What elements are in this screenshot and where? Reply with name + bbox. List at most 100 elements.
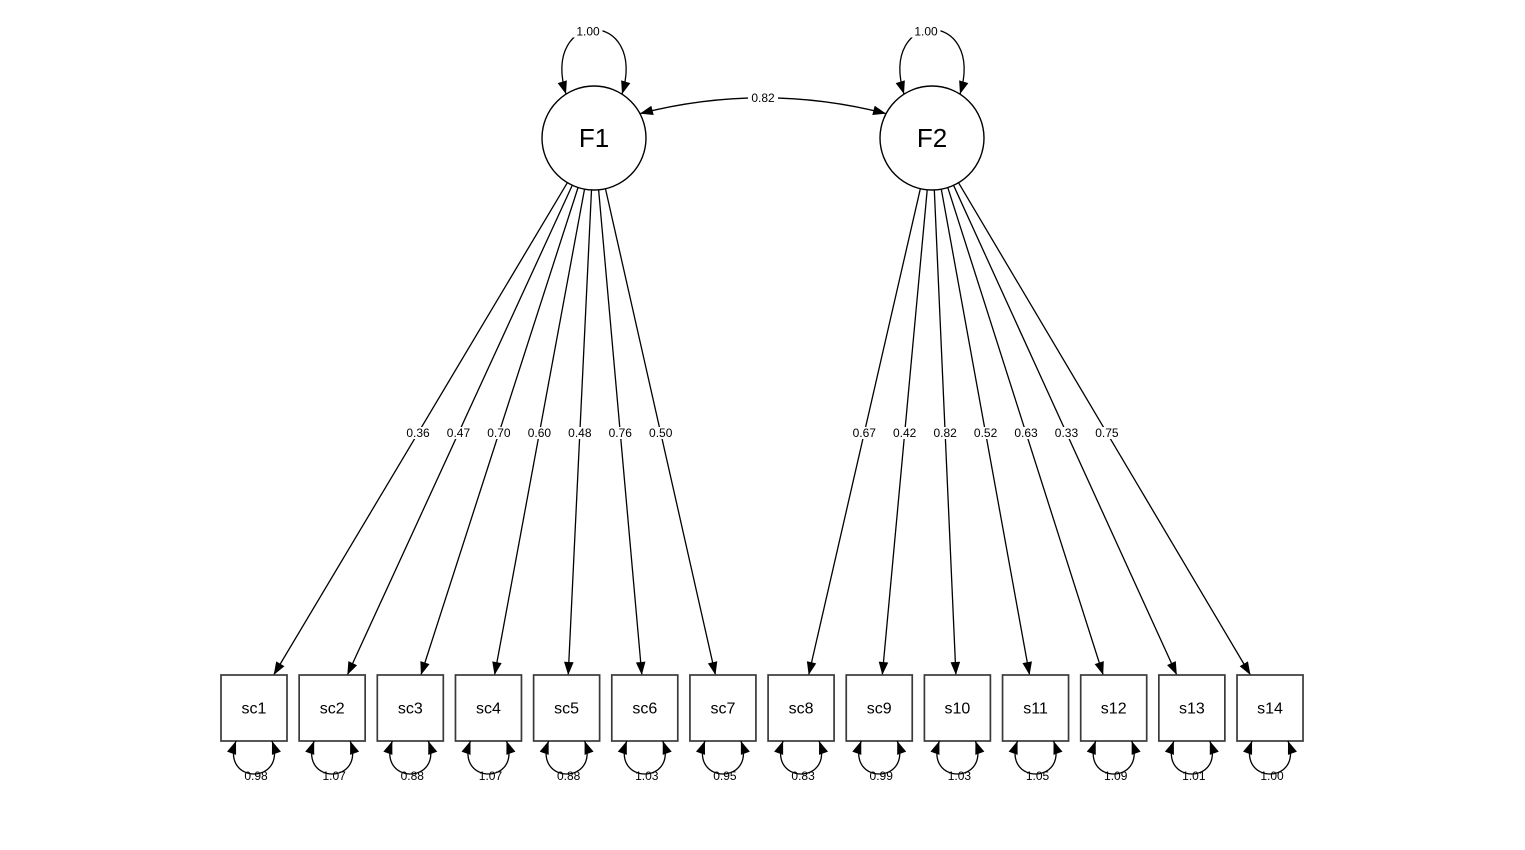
factor-node-F1 xyxy=(541,85,647,191)
indicator-label-s10: s10 xyxy=(944,701,970,718)
indicator-node-sc3 xyxy=(376,674,445,742)
loading-label-sc5: 0.48 xyxy=(568,426,592,440)
indicator-label-s11: s11 xyxy=(1023,701,1048,718)
variance-arrowhead-icon xyxy=(959,80,969,95)
indicator-node-s10 xyxy=(923,674,992,742)
loading-label-s10: 0.82 xyxy=(933,426,957,440)
variance-arrowhead-icon xyxy=(621,80,631,95)
residual-label-sc4: 1.07 xyxy=(479,769,503,783)
residual-arrowhead-icon xyxy=(227,741,237,755)
covariance-label: 0.82 xyxy=(751,91,775,105)
indicator-label-sc1: sc1 xyxy=(242,701,267,718)
residual-arrowhead-icon xyxy=(695,741,705,755)
residual-arrowhead-icon xyxy=(584,741,594,755)
loading-arrowhead-icon-s13 xyxy=(1167,661,1177,675)
indicator-node-sc5 xyxy=(532,674,601,742)
residual-arrowhead-icon xyxy=(506,741,516,755)
indicator-label-s13: s13 xyxy=(1179,701,1205,718)
loading-arrowhead-icon-sc2 xyxy=(347,661,358,675)
indicator-label-sc5: sc5 xyxy=(554,701,579,718)
residual-loop-sc3 xyxy=(389,740,432,775)
residual-label-s14: 1.00 xyxy=(1260,769,1284,783)
residual-loop-sc4 xyxy=(467,740,510,775)
residual-arrowhead-icon xyxy=(305,741,315,755)
label-backdrop xyxy=(1052,427,1080,439)
residual-arrowhead-icon xyxy=(975,741,985,755)
factor-variance-loop-F2 xyxy=(899,29,965,95)
residual-arrowhead-icon xyxy=(1243,741,1253,755)
loading-arrowhead-icon-s14 xyxy=(1239,661,1251,675)
residual-arrowhead-icon xyxy=(383,741,393,755)
loading-label-s13: 0.33 xyxy=(1055,426,1079,440)
residual-label-sc7: 0.95 xyxy=(713,769,737,783)
label-backdrop xyxy=(566,427,594,439)
residual-loop-sc2 xyxy=(311,740,354,775)
residual-label-sc8: 0.83 xyxy=(791,769,815,783)
residual-arrowhead-icon xyxy=(1131,741,1141,755)
residual-label-sc2: 1.07 xyxy=(322,769,346,783)
residual-arrowhead-icon xyxy=(271,741,281,755)
residual-loop-sc9 xyxy=(858,740,901,775)
variance-arrowhead-icon xyxy=(557,80,567,95)
residual-label-sc3: 0.88 xyxy=(401,769,425,783)
variance-arrowhead-icon xyxy=(895,80,905,95)
indicator-node-s12 xyxy=(1079,674,1148,742)
label-backdrop xyxy=(606,427,634,439)
residual-label-sc6: 1.03 xyxy=(635,769,659,783)
loading-arrowhead-icon-s10 xyxy=(950,661,961,675)
factor-node-F2 xyxy=(879,85,985,191)
indicator-label-s12: s12 xyxy=(1101,701,1127,718)
loading-arrowhead-icon-sc5 xyxy=(564,661,574,675)
loading-arrowhead-icon-sc9 xyxy=(878,661,889,675)
residual-arrowhead-icon xyxy=(1209,741,1219,755)
residual-arrowhead-icon xyxy=(1164,741,1174,755)
loading-label-sc2: 0.47 xyxy=(447,426,471,440)
residual-arrowhead-icon xyxy=(662,741,672,755)
residual-label-sc1: 0.98 xyxy=(244,769,268,783)
label-backdrop xyxy=(891,427,919,439)
loading-label-s14: 0.75 xyxy=(1095,426,1119,440)
indicator-node-sc4 xyxy=(454,674,523,742)
loading-arrowhead-icon-sc7 xyxy=(707,661,718,675)
label-backdrop xyxy=(647,427,675,439)
indicator-node-s11 xyxy=(1001,674,1070,742)
indicator-node-sc9 xyxy=(845,674,914,742)
loading-label-sc1: 0.36 xyxy=(406,426,430,440)
indicator-label-sc3: sc3 xyxy=(398,701,423,718)
residual-loop-sc1 xyxy=(233,740,275,775)
loading-arrowhead-icon-s11 xyxy=(1022,661,1032,675)
residual-arrowhead-icon xyxy=(350,741,360,755)
indicator-label-s14: s14 xyxy=(1257,701,1283,718)
label-backdrop xyxy=(485,427,513,439)
factor-label-F1: F1 xyxy=(579,123,609,153)
residual-loop-s14 xyxy=(1249,740,1291,775)
residual-arrowhead-icon xyxy=(897,741,907,755)
factor-variance-loop-F1 xyxy=(561,29,627,95)
loading-arrowhead-icon-sc6 xyxy=(635,661,646,675)
label-backdrop xyxy=(525,427,553,439)
residual-loop-s10 xyxy=(936,740,979,775)
residual-loop-sc5 xyxy=(545,740,588,775)
label-backdrop xyxy=(404,427,432,439)
residual-label-s10: 1.03 xyxy=(948,769,972,783)
indicator-label-sc4: sc4 xyxy=(476,701,501,718)
factor-variance-label-F2: 1.00 xyxy=(914,25,938,39)
indicator-label-sc6: sc6 xyxy=(632,701,657,718)
indicator-node-sc1 xyxy=(220,674,288,742)
loading-label-sc9: 0.42 xyxy=(893,426,917,440)
residual-arrowhead-icon xyxy=(1086,741,1096,755)
residual-arrowhead-icon xyxy=(617,741,627,755)
loading-label-sc8: 0.67 xyxy=(853,426,877,440)
residual-arrowhead-icon xyxy=(1053,741,1063,755)
loading-arrowhead-icon-sc4 xyxy=(492,661,502,675)
label-backdrop xyxy=(573,25,603,38)
residual-label-s12: 1.09 xyxy=(1104,769,1128,783)
indicator-label-sc2: sc2 xyxy=(320,701,345,718)
label-backdrop xyxy=(1012,427,1040,439)
factor-variance-label-F1: 1.00 xyxy=(576,25,600,39)
indicator-node-s13 xyxy=(1158,674,1226,742)
label-backdrop xyxy=(444,427,472,439)
loading-arrowhead-icon-sc8 xyxy=(806,661,817,675)
